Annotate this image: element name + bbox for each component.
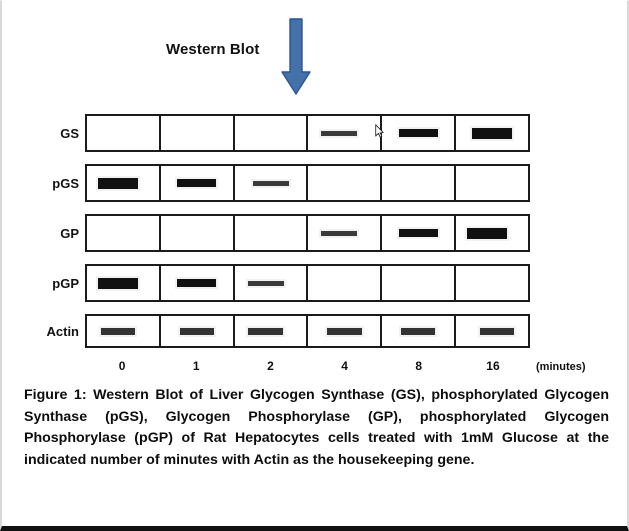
blot-row-label: pGS	[52, 175, 79, 191]
time-tick-label: 8	[415, 359, 423, 373]
blot-band	[97, 277, 138, 289]
blot-lane	[87, 116, 161, 150]
blot-lane	[235, 316, 309, 346]
time-tick-label: 2	[267, 359, 274, 373]
blot-lane	[161, 216, 235, 250]
blot-lane	[308, 316, 383, 346]
blot-band	[327, 327, 362, 335]
time-tick-label: 1	[192, 359, 200, 373]
blot-band	[471, 127, 513, 139]
blot-lane	[308, 266, 383, 300]
blot-row-label: GS	[60, 125, 79, 141]
blot-lane	[456, 216, 528, 250]
blot-lane	[161, 266, 235, 300]
blot-lane	[308, 216, 383, 250]
blot-lane	[382, 266, 457, 300]
blot-band	[177, 279, 217, 287]
blot-band	[97, 177, 138, 189]
blot-band	[252, 180, 289, 186]
blot-lane	[382, 216, 457, 250]
blot-band	[479, 327, 515, 335]
blot-band	[248, 327, 283, 335]
down-arrow-icon	[279, 17, 313, 97]
blot-lane	[87, 216, 161, 250]
blot-lane	[87, 266, 161, 300]
blot-row-label: GP	[60, 225, 79, 241]
time-axis: 0 1 2 4 8 16	[85, 359, 530, 373]
blot-lane	[235, 266, 309, 300]
blot-lane	[382, 316, 457, 346]
blot-row-pgp: pGP	[52, 264, 530, 302]
time-tick-label: 0	[118, 359, 126, 373]
blot-band	[247, 280, 284, 286]
figure-caption: Figure 1: Western Blot of Liver Glycogen…	[24, 387, 609, 468]
blot-lane	[235, 116, 309, 150]
blot-lane	[87, 316, 161, 346]
blot-lane	[456, 316, 528, 346]
blot-band	[398, 129, 438, 137]
mouse-pointer-icon	[375, 124, 384, 138]
blot-lane	[235, 216, 309, 250]
blot-lane	[87, 166, 161, 200]
blot-row-label: pGP	[52, 275, 79, 291]
blot-band	[466, 227, 508, 239]
blot-lane	[456, 266, 528, 300]
blot-lane	[235, 166, 309, 200]
blot-lane	[382, 166, 457, 200]
blot-row-label: Actin	[46, 323, 80, 339]
blot-lane	[161, 316, 235, 346]
blot-band	[321, 130, 358, 136]
blot-lane	[308, 116, 383, 150]
blot-lane	[456, 166, 528, 200]
blot-band	[100, 327, 136, 335]
time-unit-label: (minutes)	[536, 361, 586, 373]
blot-lane	[161, 166, 235, 200]
figure-title: Western Blot	[166, 41, 260, 58]
blot-band	[400, 327, 436, 335]
blot-band	[398, 229, 438, 237]
time-tick-label: 16	[486, 359, 500, 373]
blot-lane	[456, 116, 528, 150]
blot-grid: GS pGS GP pGP Actin	[47, 114, 530, 348]
blot-band	[321, 230, 358, 236]
blot-row-pgs: pGS	[52, 164, 530, 202]
blot-band	[177, 179, 217, 187]
blot-band	[179, 327, 214, 335]
blot-row-actin: Actin	[47, 314, 530, 348]
blot-row-gp: GP	[60, 214, 530, 252]
time-tick-label: 4	[341, 359, 348, 373]
blot-lane	[382, 116, 457, 150]
blot-row-gs: GS	[60, 114, 530, 152]
blot-lane	[161, 116, 235, 150]
blot-lane	[308, 166, 383, 200]
